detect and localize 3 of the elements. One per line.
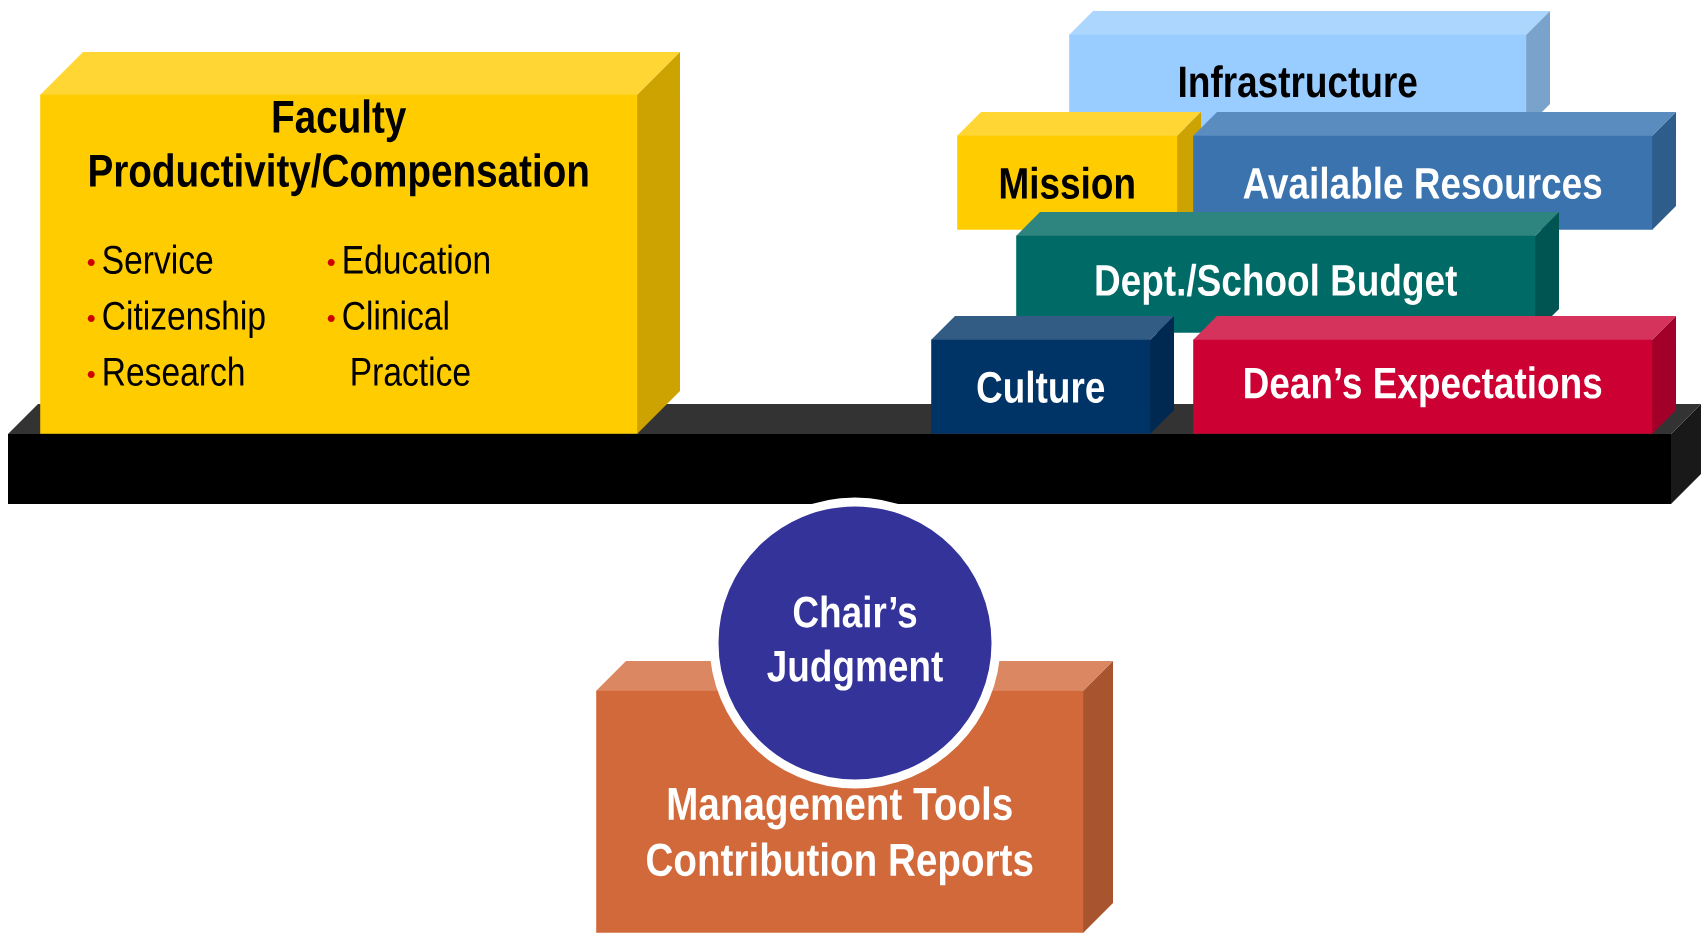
faculty-block: Faculty Productivity/Compensation Service Citizenship Research Education Clinical Practice: [40, 52, 680, 434]
stacked-block: Dean’s Expectations: [1193, 316, 1676, 434]
stacked-block: Culture: [931, 316, 1174, 434]
